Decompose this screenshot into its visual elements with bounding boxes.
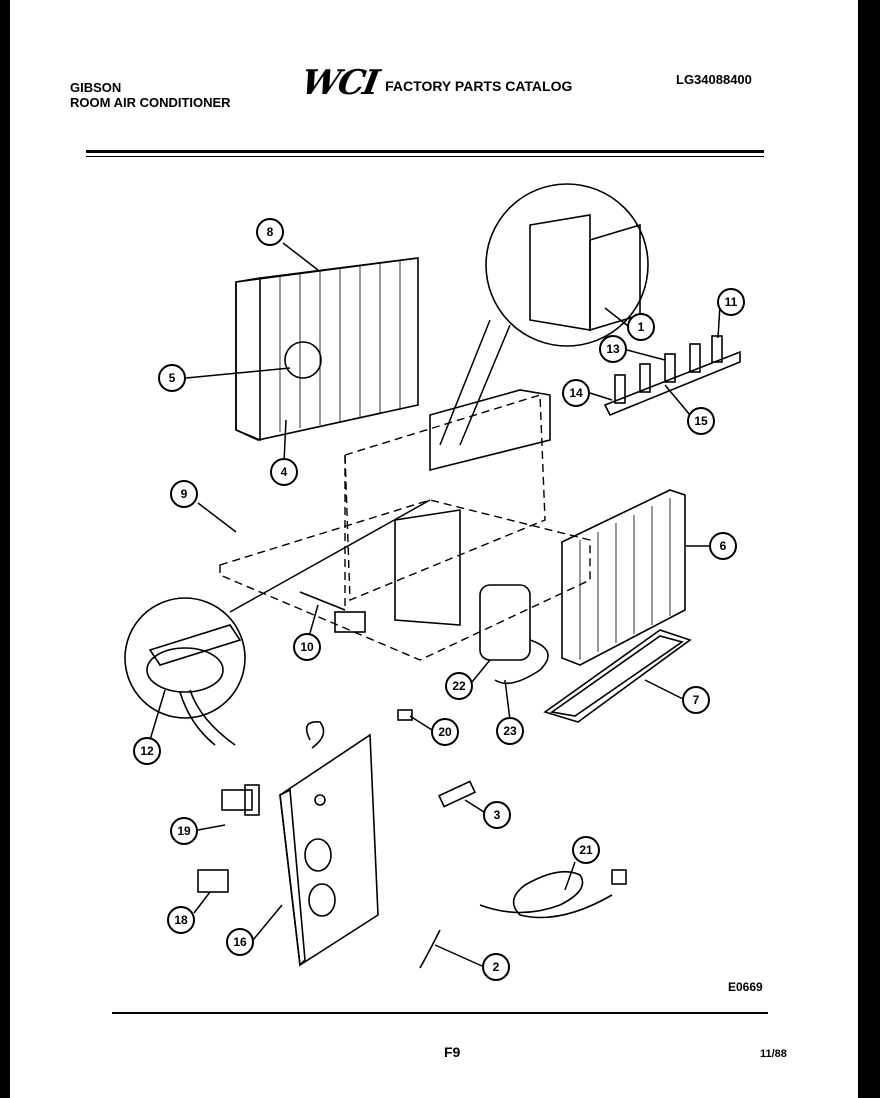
part-callouts: 8 5 4 9 10 12 1 11 13 14 15 6 7 22 23 20…: [133, 218, 745, 981]
control-panel: [279, 721, 379, 967]
callout-label-20: 20: [438, 725, 452, 739]
product-type: ROOM AIR CONDITIONER: [70, 95, 231, 110]
callout-label-2: 2: [493, 960, 500, 974]
callout-22[interactable]: 22: [445, 672, 473, 700]
thermistor-probe: [299, 591, 366, 633]
callout-label-11: 11: [725, 295, 738, 309]
model-number: LG34088400: [676, 72, 752, 87]
condenser-coil: [235, 257, 419, 442]
callout-20[interactable]: 20: [431, 718, 459, 746]
callout-15[interactable]: 15: [687, 407, 715, 435]
callout-18[interactable]: 18: [167, 906, 195, 934]
rocker-switch: [197, 869, 229, 893]
callout-label-23: 23: [503, 724, 517, 738]
inset-magnifier: [439, 183, 649, 446]
callout-label-8: 8: [267, 225, 274, 239]
fan-motor-inset: [124, 499, 431, 746]
callout-label-15: 15: [694, 414, 708, 428]
callout-1[interactable]: 1: [627, 313, 655, 341]
callout-4[interactable]: 4: [270, 458, 298, 486]
callout-5[interactable]: 5: [158, 364, 186, 392]
callout-label-18: 18: [174, 913, 188, 927]
callout-label-14: 14: [569, 386, 583, 400]
header-rule: [86, 150, 764, 153]
brand-name: GIBSON: [70, 80, 122, 95]
callout-label-4: 4: [281, 465, 288, 479]
capacitor: [479, 584, 549, 685]
footer-rule: [112, 1012, 768, 1014]
callout-16[interactable]: 16: [226, 928, 254, 956]
callout-21[interactable]: 21: [572, 836, 600, 864]
rotary-switch: [221, 784, 260, 816]
callout-19[interactable]: 19: [170, 817, 198, 845]
callout-label-7: 7: [693, 693, 700, 707]
callout-label-22: 22: [452, 679, 466, 693]
callout-label-5: 5: [169, 371, 176, 385]
callout-label-1: 1: [638, 320, 645, 334]
callout-6[interactable]: 6: [709, 532, 737, 560]
callout-14[interactable]: 14: [562, 379, 590, 407]
callout-label-6: 6: [720, 539, 727, 553]
callout-11[interactable]: 11: [717, 288, 745, 316]
callout-8[interactable]: 8: [256, 218, 284, 246]
terminal-block: [437, 780, 477, 808]
callout-13[interactable]: 13: [599, 335, 627, 363]
diagram-code: E0669: [728, 980, 763, 994]
leader-lines: [149, 242, 721, 967]
callout-7[interactable]: 7: [682, 686, 710, 714]
power-cord: [479, 869, 627, 919]
callout-10[interactable]: 10: [293, 633, 321, 661]
evaporator-coil: [561, 489, 686, 666]
callout-label-9: 9: [181, 487, 188, 501]
catalog-title: FACTORY PARTS CATALOG: [385, 78, 573, 94]
callout-label-10: 10: [300, 640, 314, 654]
drain-tube: [419, 929, 441, 969]
callout-9[interactable]: 9: [170, 480, 198, 508]
callout-2[interactable]: 2: [482, 953, 510, 981]
callout-23[interactable]: 23: [496, 717, 524, 745]
callout-12[interactable]: 12: [133, 737, 161, 765]
catalog-date: 11/88: [760, 1048, 787, 1060]
page-number: F9: [444, 1044, 461, 1060]
callout-label-3: 3: [494, 808, 501, 822]
drain-tray: [543, 629, 692, 723]
brand-block: GIBSON ROOM AIR CONDITIONER: [70, 80, 231, 110]
callout-3[interactable]: 3: [483, 801, 511, 829]
header-rule-thin: [86, 156, 764, 157]
callout-label-13: 13: [606, 342, 620, 356]
callout-label-12: 12: [140, 744, 154, 758]
wire-connector: [397, 709, 413, 721]
callout-label-19: 19: [177, 824, 191, 838]
chassis-base: [219, 389, 591, 661]
catalog-header: WCI FACTORY PARTS CATALOG: [298, 63, 573, 103]
bracket-assembly: [603, 335, 741, 417]
callout-label-16: 16: [233, 935, 247, 949]
callout-label-21: 21: [579, 843, 593, 857]
